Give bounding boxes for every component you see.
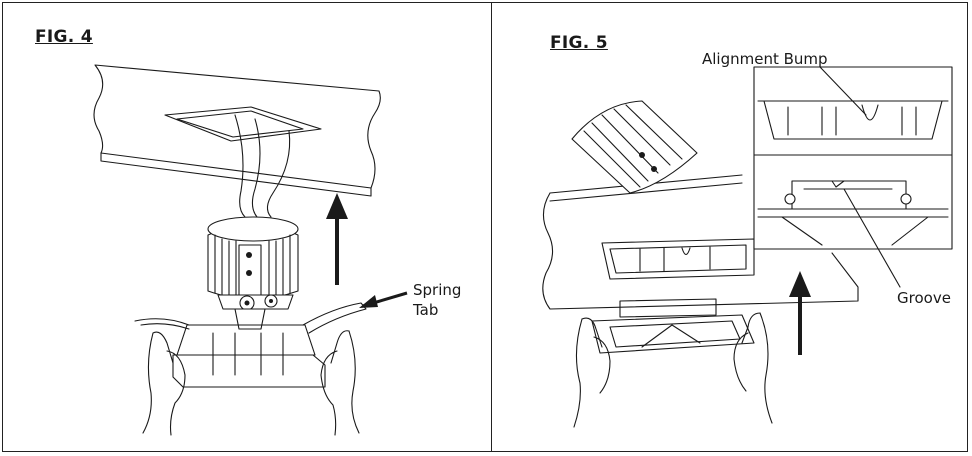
figure-5-panel: FIG. 5	[492, 3, 968, 451]
figure-4-panel: FIG. 4	[3, 3, 491, 451]
right-hand	[320, 330, 360, 436]
panel-divider	[491, 2, 492, 452]
left-hand	[573, 317, 611, 428]
callout-tab: Tab	[413, 301, 439, 319]
leader-groove	[843, 188, 901, 288]
right-hand	[733, 312, 773, 424]
upward-arrow	[326, 193, 348, 219]
fixture-heatsink	[571, 100, 698, 194]
ceiling-cutout	[164, 106, 322, 142]
figure-4-title: FIG. 4	[35, 27, 93, 47]
gimbal-bracket	[217, 294, 294, 310]
figure-4-illustration	[93, 64, 408, 436]
ceiling-slab	[93, 64, 381, 189]
figure-5-title: FIG. 5	[550, 33, 608, 53]
loose-trim	[619, 298, 717, 318]
figure-5-illustration	[542, 66, 953, 428]
callout-groove: Groove	[897, 289, 951, 307]
supply-wires	[234, 114, 246, 218]
leader-alignment-bump	[819, 66, 867, 116]
trim-frame	[172, 354, 326, 388]
left-hand	[142, 331, 186, 436]
spring-clip-right	[302, 302, 367, 334]
upward-arrow	[789, 271, 811, 297]
spring-clip-left	[134, 318, 190, 326]
callout-spring: Spring	[413, 281, 462, 299]
callout-alignment-bump: Alignment Bump	[702, 50, 828, 68]
detail-inset	[753, 66, 953, 250]
